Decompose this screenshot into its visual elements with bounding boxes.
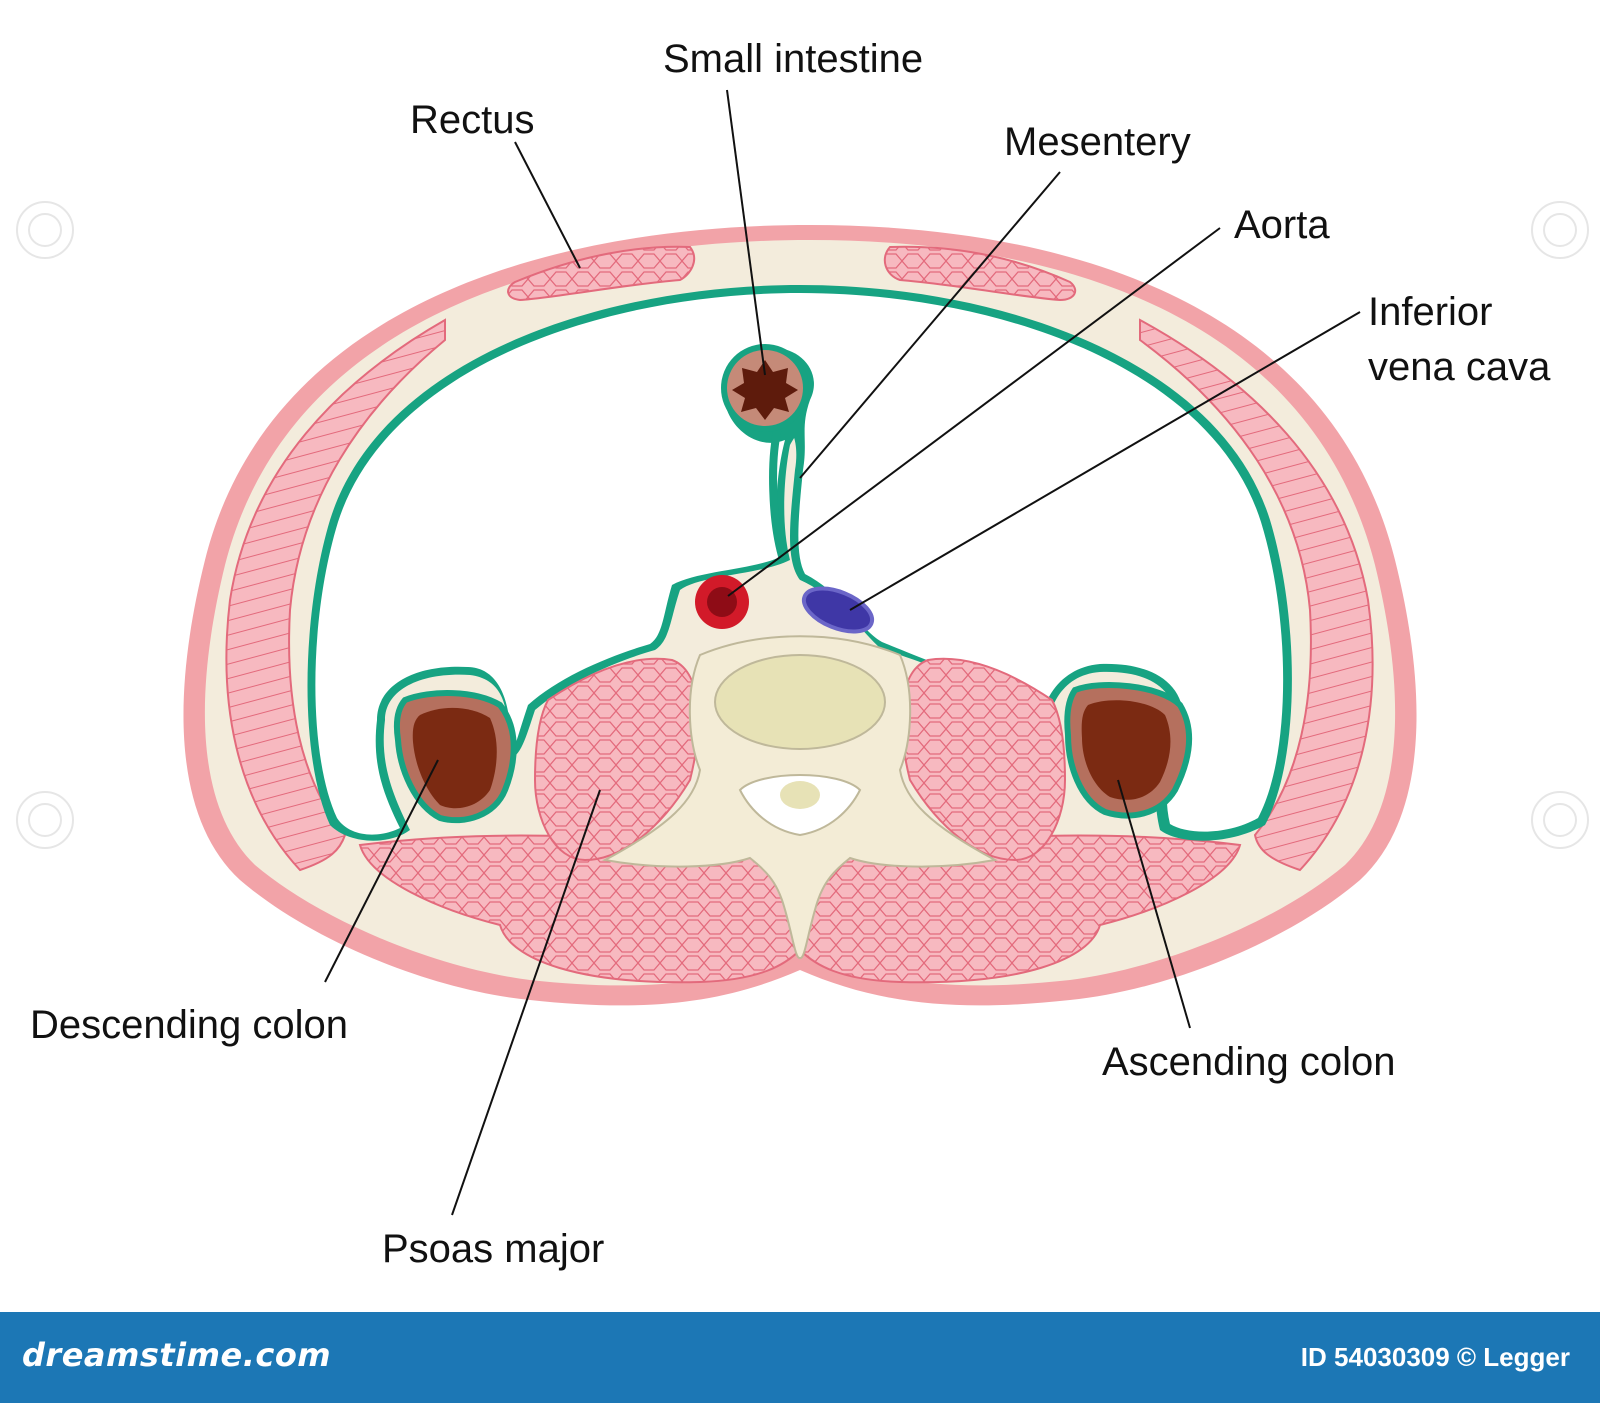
label-inferior-vena-cava-line1: Inferior: [1368, 290, 1493, 334]
mesentery-stalk: [769, 427, 786, 558]
leader-ascending-colon: [1117, 779, 1191, 1029]
ascending-colon-lumen: [1081, 700, 1171, 800]
leader-inferior-vena-cava: [849, 311, 1361, 611]
footer-bar: dreamstime.com ID 54030309 © Legger: [0, 1312, 1600, 1403]
psoas-major-left: [533, 657, 700, 862]
leader-psoas-major: [451, 789, 601, 1216]
label-psoas-major: Psoas major: [382, 1227, 604, 1271]
lateral-muscle-right: [1139, 318, 1374, 872]
rectus-muscle-right: [883, 245, 1077, 302]
leader-small-intestine: [726, 89, 766, 376]
rectus-muscle-left: [507, 245, 696, 302]
label-rectus: Rectus: [410, 98, 535, 142]
psoas-major-right: [900, 657, 1067, 862]
lateral-muscle-left: [225, 318, 446, 872]
label-descending-colon: Descending colon: [30, 1003, 348, 1047]
label-aorta: Aorta: [1234, 203, 1330, 247]
leader-mesentery: [799, 171, 1061, 479]
intervertebral-disc: [714, 654, 886, 750]
footer-brand[interactable]: dreamstime.com: [22, 1336, 332, 1374]
small-intestine-lumen: [732, 360, 798, 420]
label-small-intestine: Small intestine: [663, 37, 923, 81]
spiral-icon: [16, 201, 1589, 849]
inferior-vena-cava: [801, 586, 875, 634]
label-ascending-colon: Ascending colon: [1102, 1040, 1396, 1084]
leader-aorta: [727, 227, 1221, 597]
descending-colon-lumen: [412, 707, 497, 809]
spinal-cord: [780, 781, 820, 809]
label-inferior-vena-cava-line2: vena cava: [1368, 345, 1551, 389]
abdomen-cross-section-diagram: Small intestine Rectus Mesentery Aorta I…: [16, 37, 1589, 1271]
footer-credit: ID 54030309 © Legger: [1300, 1342, 1570, 1372]
leader-rectus: [514, 141, 581, 269]
leader-descending-colon: [324, 759, 439, 983]
label-mesentery: Mesentery: [1004, 120, 1191, 164]
